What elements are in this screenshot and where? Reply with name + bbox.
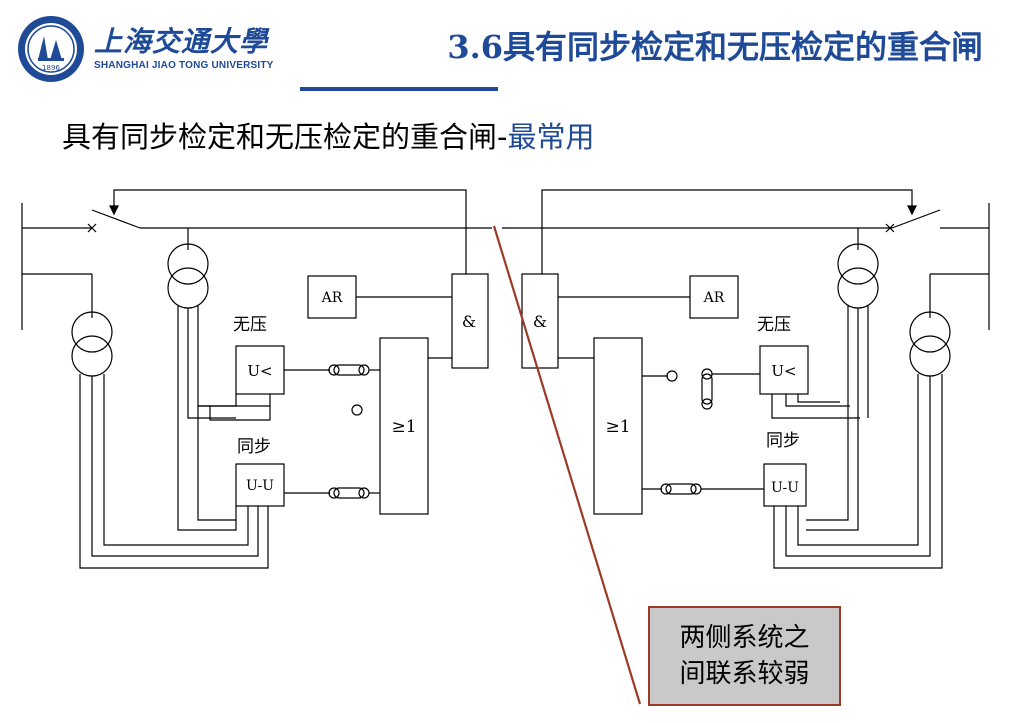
right-no-voltage-relay: U< — [759, 345, 809, 395]
slide-subtitle: 具有同步检定和无压检定的重合闸-最常用 — [62, 114, 594, 156]
left-no-voltage-relay: U< — [235, 345, 285, 395]
left-ar-label: AR — [321, 290, 343, 306]
left-ar-block: AR — [307, 275, 357, 319]
left-line-voltage-transformer — [22, 273, 269, 569]
left-and-gate: & — [451, 273, 489, 369]
right-no-voltage-relay-label: U< — [771, 362, 796, 380]
left-or-gate: ≥1 — [379, 337, 429, 515]
left-close-command-line — [109, 189, 467, 274]
title-underline — [300, 87, 498, 91]
logo-year: 1896 — [42, 64, 60, 72]
callout-line-1: 两侧系统之 — [679, 623, 810, 653]
right-and-gate-label: & — [533, 312, 547, 331]
left-sync-relay: U-U — [235, 463, 285, 507]
right-relay-wiring — [771, 394, 860, 419]
right-bus-voltage-transformer — [806, 228, 879, 531]
right-sync-relay-label: U-U — [771, 480, 799, 496]
right-busbar — [502, 203, 990, 330]
left-sync-relay-label: U-U — [246, 478, 274, 494]
right-and-gate: & — [521, 273, 559, 369]
left-or-gate-label: ≥1 — [391, 417, 416, 437]
left-breaker — [87, 209, 141, 233]
right-ar-block: AR — [689, 275, 739, 319]
left-no-voltage-label: 无压 — [233, 315, 267, 335]
right-no-voltage-label: 无压 — [757, 315, 791, 335]
right-or-gate: ≥1 — [593, 337, 643, 515]
left-no-voltage-relay-label: U< — [247, 362, 272, 380]
logo-name-en: SHANGHAI JIAO TONG UNIVERSITY — [94, 60, 274, 71]
left-busbar — [21, 203, 492, 330]
right-sync-label: 同步 — [766, 431, 800, 451]
right-or-gate-label: ≥1 — [605, 417, 630, 437]
subtitle-main: 具有同步检定和无压检定的重合闸- — [62, 120, 508, 154]
subtitle-accent: 最常用 — [507, 120, 595, 154]
left-spare-terminal — [351, 404, 363, 416]
left-relay-wiring — [198, 394, 271, 421]
logo-name-cn: 上海交通大學 — [94, 25, 269, 58]
right-close-command-line — [541, 189, 917, 274]
right-no-voltage-link-open — [642, 368, 760, 410]
right-ar-label: AR — [703, 290, 725, 306]
left-sync-link — [284, 487, 380, 499]
callout-line-2: 间联系较弱 — [679, 659, 810, 689]
right-sync-relay: U-U — [763, 463, 807, 507]
right-line-voltage-transformer — [773, 273, 989, 569]
left-and-gate-label: & — [462, 312, 476, 331]
callout-pointer-line — [492, 225, 642, 705]
university-seal-icon: 1896 — [18, 16, 84, 82]
left-bus-voltage-transformer — [167, 228, 237, 531]
slide-title: 3.6具有同步检定和无压检定的重合闸 — [447, 28, 983, 66]
left-no-voltage-link — [284, 364, 380, 376]
left-sync-label: 同步 — [237, 437, 271, 457]
weak-connection-callout: 两侧系统之 间联系较弱 — [648, 606, 841, 706]
right-breaker — [885, 209, 941, 233]
right-sync-link — [642, 483, 764, 495]
